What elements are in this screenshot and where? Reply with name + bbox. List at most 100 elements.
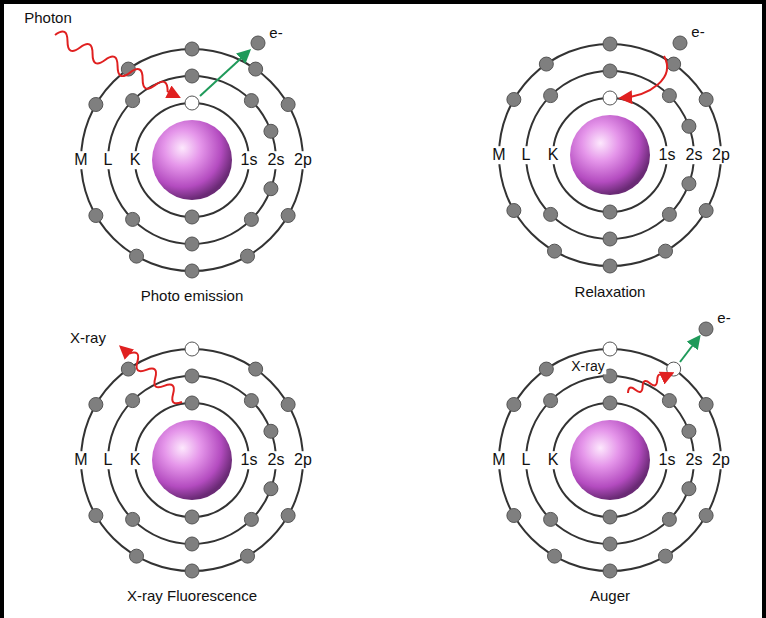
- orbital-label: 2s: [684, 451, 705, 469]
- vacancy: [185, 96, 199, 110]
- shell-label: M: [72, 151, 89, 169]
- electron: [544, 394, 558, 408]
- vacancy: [185, 342, 199, 356]
- electron: [249, 62, 263, 76]
- electron: [548, 244, 562, 258]
- shell-label: K: [128, 451, 143, 469]
- electron-path: [200, 51, 249, 96]
- electron: [241, 549, 255, 563]
- electron: [89, 209, 103, 223]
- electron: [539, 57, 553, 71]
- shell-label: M: [490, 146, 507, 164]
- electron: [89, 398, 103, 412]
- atom: [81, 349, 303, 571]
- electron: [603, 396, 617, 410]
- electron: [185, 369, 199, 383]
- electron: [603, 205, 617, 219]
- electron: [662, 89, 676, 103]
- free-electron: [673, 36, 687, 50]
- electron: [603, 510, 617, 524]
- electron: [126, 212, 140, 226]
- shell-label: M: [490, 451, 507, 469]
- electron: [544, 89, 558, 103]
- electron: [603, 64, 617, 78]
- electron: [682, 482, 696, 496]
- shell-label: L: [520, 451, 533, 469]
- shell-label: L: [102, 151, 115, 169]
- electron: [603, 259, 617, 273]
- electron: [544, 207, 558, 221]
- electron: [264, 182, 278, 196]
- electron: [126, 94, 140, 108]
- orbital-label: 1s: [657, 451, 678, 469]
- electron: [544, 512, 558, 526]
- xray-wave: [626, 370, 673, 397]
- electron: [667, 57, 681, 71]
- electron: [682, 424, 696, 438]
- electron: [185, 264, 199, 278]
- shell-label: L: [102, 451, 115, 469]
- electron: [699, 509, 713, 523]
- shell-label: L: [520, 146, 533, 164]
- electron: [244, 512, 258, 526]
- xray-label: X-ray: [70, 330, 106, 347]
- orbital-label: 2s: [266, 451, 287, 469]
- electron: [539, 362, 553, 376]
- electron: [662, 207, 676, 221]
- orbital-label: 2p: [292, 451, 314, 469]
- atom: [499, 44, 721, 266]
- electron: [603, 37, 617, 51]
- electron: [507, 204, 521, 218]
- orbital-label: 2p: [292, 151, 314, 169]
- electron: [507, 398, 521, 412]
- electron: [244, 212, 258, 226]
- electron-label: e-: [717, 310, 730, 327]
- electron: [89, 98, 103, 112]
- free-electron: [699, 322, 713, 336]
- shell-label: K: [128, 151, 143, 169]
- shell-label: K: [546, 451, 561, 469]
- electrons: [89, 37, 713, 578]
- vacancy: [603, 91, 617, 105]
- electron: [185, 237, 199, 251]
- atom: [81, 49, 303, 271]
- xray-label: X-ray: [569, 359, 606, 374]
- electron: [281, 509, 295, 523]
- electron: [264, 124, 278, 138]
- electron: [659, 549, 673, 563]
- electron: [244, 394, 258, 408]
- electron: [185, 564, 199, 578]
- electron: [185, 510, 199, 524]
- photon-label: Photon: [24, 10, 72, 27]
- orbital-label: 2p: [710, 451, 732, 469]
- electron: [548, 549, 562, 563]
- electron: [126, 512, 140, 526]
- electron: [603, 564, 617, 578]
- electron: [130, 249, 144, 263]
- caption: Auger: [590, 588, 630, 605]
- electron: [281, 209, 295, 223]
- electron: [662, 394, 676, 408]
- electron: [185, 69, 199, 83]
- shell-label: M: [72, 451, 89, 469]
- electron: [699, 93, 713, 107]
- electron: [121, 362, 135, 376]
- orbital-label: 2s: [266, 151, 287, 169]
- electron: [89, 509, 103, 523]
- caption: X-ray Fluorescence: [127, 588, 257, 605]
- electron: [264, 482, 278, 496]
- electron: [682, 177, 696, 191]
- electron-label: e-: [269, 25, 282, 42]
- atom: [499, 349, 721, 571]
- electron: [699, 398, 713, 412]
- caption: Relaxation: [575, 284, 646, 301]
- free-electron: [251, 36, 265, 50]
- electron: [507, 509, 521, 523]
- electron: [659, 244, 673, 258]
- electron: [507, 93, 521, 107]
- orbital-label: 1s: [239, 151, 260, 169]
- shell-label: K: [546, 146, 561, 164]
- electron: [130, 549, 144, 563]
